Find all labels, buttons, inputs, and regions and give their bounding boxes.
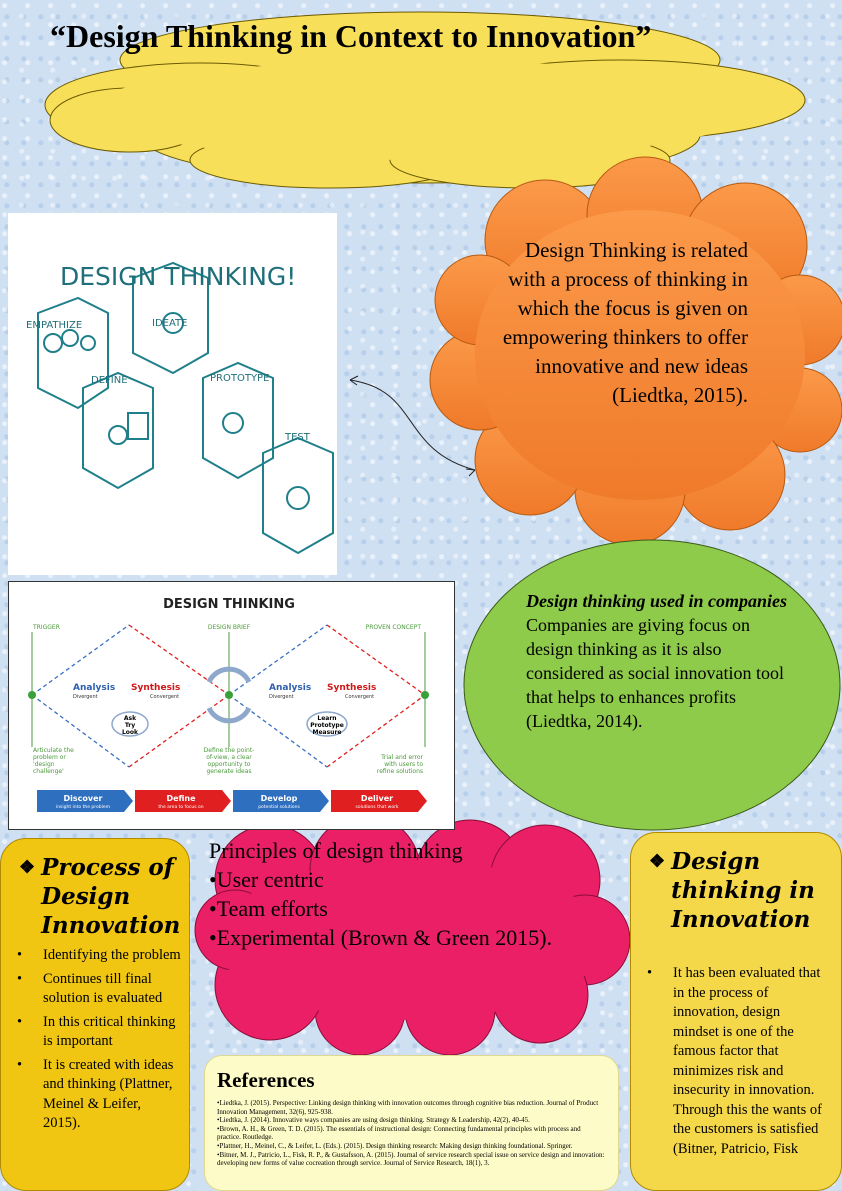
bottom-left-3: 'design [33,761,55,768]
synthesis-label-1: Synthesis [131,683,180,693]
bubble-1-line-2: Try [125,722,135,729]
list-item: Continues till final solution is evaluat… [1,970,181,1009]
phase-define-sub: the area to focus on [158,804,203,810]
process-heading-row: ❖ Process of Design Innovation [1,839,189,946]
label-proven-concept: PROVEN CONCEPT [366,624,422,631]
phase-develop-name: Develop [261,794,298,803]
phase-deliver [331,790,427,812]
list-item: Identifying the problem [1,946,181,966]
bottom-mid-2: of-view, a clear [206,754,252,761]
principles-text: Principles of design thinking •User cent… [209,836,552,952]
reference-entry: •Plattner, H., Meinel, C., & Leifer, L. … [217,1141,573,1150]
poster-title: “Design Thinking in Context to Innovatio… [50,18,652,54]
phase-arrows: Discover insight into the problem Define… [37,790,427,812]
hex-empathize [37,296,109,410]
analysis-label-1: Analysis [73,683,115,693]
diagram-heading: DESIGN THINKING [163,597,295,612]
bottom-right-1: Trial and error [380,754,423,761]
phase-discover [37,790,133,812]
design-thinking-definition: Design Thinking is related with a proces… [502,238,748,407]
label-prototype: PROTOTYPE [210,373,269,384]
hex-test [262,436,334,555]
bottom-left-2: problem or [33,754,66,761]
green-ellipse [463,539,841,831]
label-trigger: TRIGGER [32,624,60,631]
reference-entry: •Liedtka, J. (2015). Perspective: Linkin… [217,1099,599,1116]
companies-usage-heading: Design thinking used in companies [526,591,788,611]
double-arrow [349,375,476,477]
hex-ideate [132,261,209,375]
orange-cloud [429,156,842,546]
references-box: References •Liedtka, J. (2015). Perspect… [204,1055,619,1191]
pink-cloud [194,814,631,1056]
sketch-heading: DESIGN THINKING! [60,262,296,291]
label-ideate: IDEATE [152,318,187,329]
label-empathize: EMPATHIZE [26,320,82,331]
bubble-1-line-3: Look [122,729,139,736]
phase-discover-name: Discover [64,794,103,803]
phase-develop-sub: potential solutions [258,804,300,810]
phase-deliver-name: Deliver [361,794,393,803]
bottom-right-3: refine solutions [377,768,423,775]
divergent-label-2: Divergent [269,694,294,700]
title-cloud [44,11,806,189]
hex-define [82,371,154,490]
principle-item: •User centric [209,867,324,892]
label-test: TEST [284,432,311,443]
reference-entry: •Liedtka, J. (2014). Innovative ways com… [217,1116,530,1125]
list-item: It is created with ideas and thinking (P… [1,1056,181,1134]
convergent-label-1: Convergent [150,694,179,700]
process-list: Identifying the problem Continues till f… [1,946,189,1134]
design-thinking-sketch-image: DESIGN THINKING! EMPATHIZE DEFINE IDEATE… [8,213,337,575]
phase-develop [233,790,329,812]
innovation-list: It has been evaluated that in the proces… [631,964,841,1159]
principles-title: Principles of design thinking [209,838,463,863]
hex-prototype [202,361,274,480]
double-diamond-diagram: DESIGN THINKING TRIGGER DESIGN BRIEF PRO… [28,597,429,812]
bubble-2-line-3: Measure [313,729,342,736]
references-heading: References [217,1068,315,1092]
label-design-brief: DESIGN BRIEF [208,624,251,631]
companies-usage-text: Design thinking used in companies Compan… [526,589,788,733]
companies-usage-body: Companies are giving focus on design thi… [526,615,784,731]
phase-deliver-sub: solutions that work [355,804,398,810]
bottom-right-2: with users to [384,761,423,768]
process-heading: Process of Design Innovation [41,854,181,939]
diamond-bullet-icon: ❖ [19,857,36,878]
diamond-bullet-icon: ❖ [649,851,666,872]
convergent-label-2: Convergent [345,694,374,700]
bottom-mid-3: opportunity to [208,761,251,768]
phase-define [135,790,231,812]
innovation-heading: Design thinking in Innovation [671,848,815,933]
bottom-mid-1: Define the point- [204,747,255,754]
bottom-mid-4: generate ideas [206,768,251,775]
bubble-2-line-2: Prototype [310,722,344,729]
label-define: DEFINE [91,375,128,386]
reference-entry: •Bitner, M. J., Patricio, L., Fisk, R. P… [217,1150,605,1168]
bottom-left-1: Articulate the [33,747,74,754]
analysis-label-2: Analysis [269,683,311,693]
phase-discover-sub: insight into the problem [56,804,110,810]
design-thinking-diagram-image: DESIGN THINKING TRIGGER DESIGN BRIEF PRO… [8,581,455,830]
process-box: ❖ Process of Design Innovation Identifyi… [0,838,190,1191]
synthesis-label-2: Synthesis [327,683,376,693]
divergent-label-1: Divergent [73,694,98,700]
innovation-heading-row: ❖ Design thinking in Innovation [631,833,841,964]
phase-define-name: Define [166,794,196,803]
bubble-1-line-1: Ask [124,715,137,722]
list-item: It has been evaluated that in the proces… [631,964,829,1159]
list-item: In this critical thinking is important [1,1013,181,1052]
sketch-drawing: DESIGN THINKING! EMPATHIZE DEFINE IDEATE… [26,261,334,555]
reference-entry: •Brown, A. H., & Green, T. D. (2015). Th… [217,1124,581,1142]
bubble-2-line-1: Learn [317,715,336,722]
principle-item: •Team efforts [209,896,328,921]
innovation-box: ❖ Design thinking in Innovation It has b… [630,832,842,1191]
bottom-left-4: challenge' [33,768,64,775]
principle-item: •Experimental (Brown & Green 2015). [209,925,553,950]
